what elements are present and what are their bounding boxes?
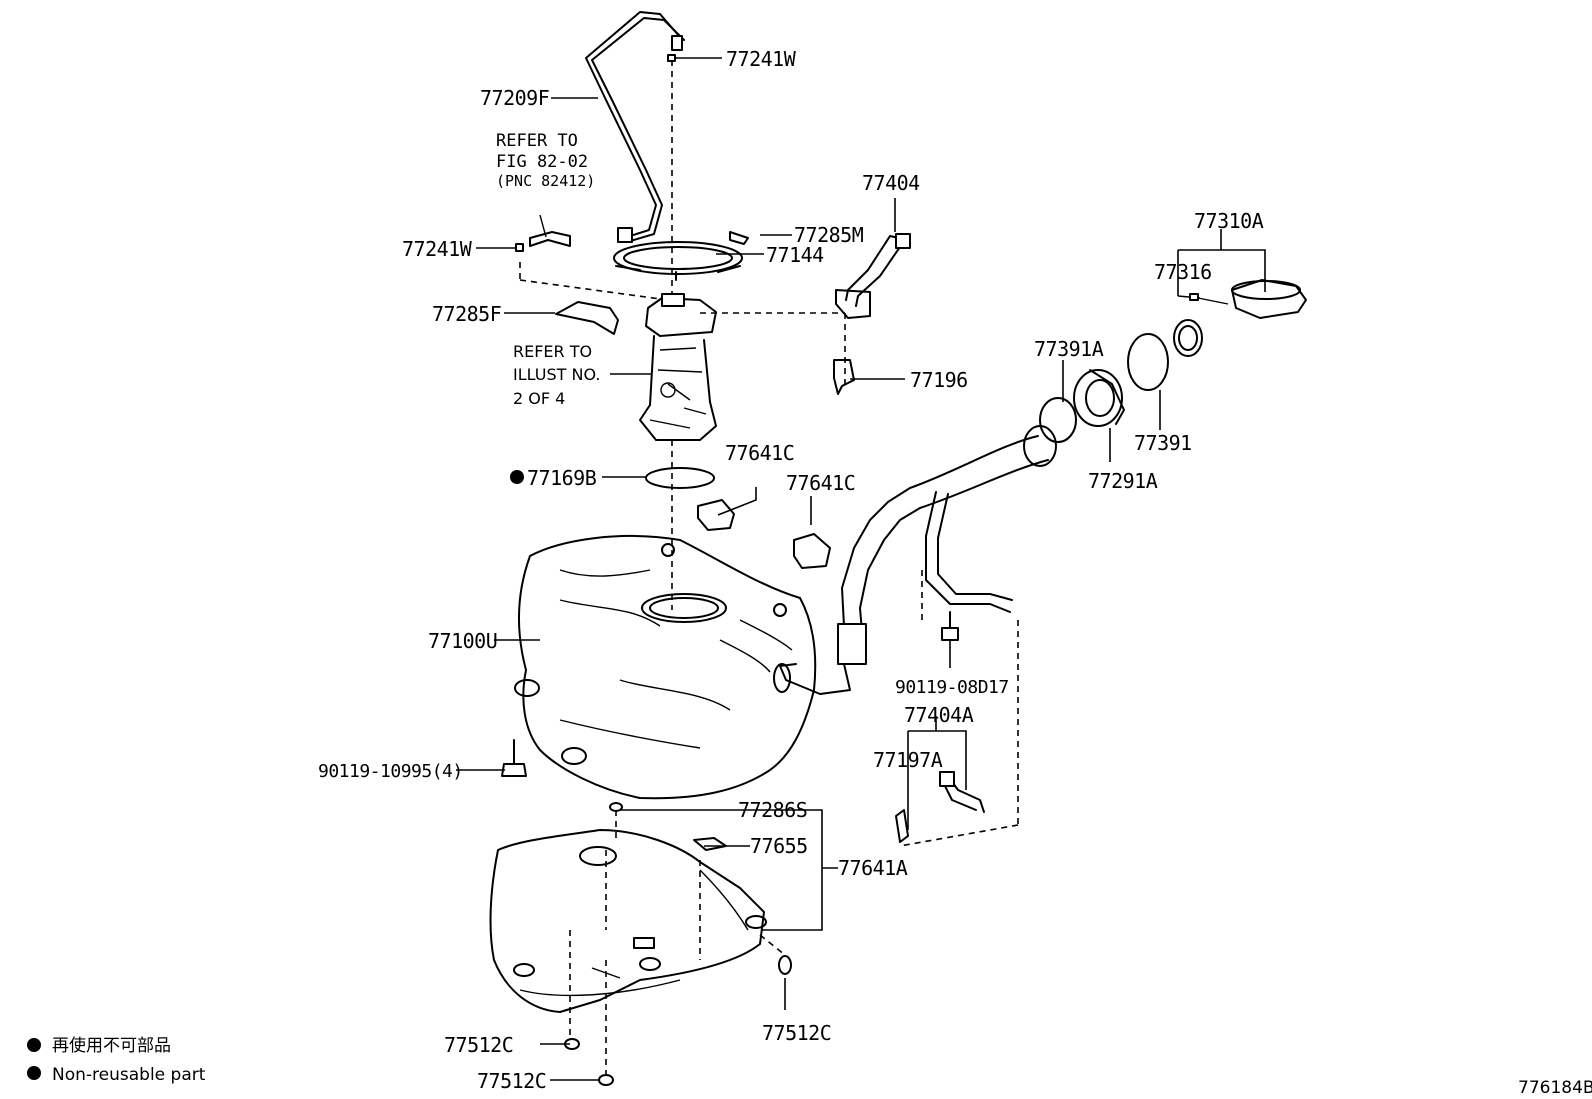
bolt-90119-10995 — [501, 739, 527, 777]
refer-fig-line1: REFER TO — [496, 131, 578, 151]
gasket-77391a — [1039, 397, 1077, 443]
filler-pipe — [773, 425, 1057, 695]
non-reusable-mark — [510, 470, 524, 484]
label-77404a[interactable]: 77404A — [904, 703, 974, 727]
legend-line-jp: 再使用不可部品 — [52, 1035, 171, 1056]
retainer-ring-77144 — [613, 241, 743, 281]
label-77310a[interactable]: 77310A — [1194, 209, 1264, 233]
clamp-77196 — [833, 359, 855, 395]
part-labels: 77241W 77209F 77241W 77285M 77144 77404 … — [318, 47, 1264, 1093]
bracket-77285f — [555, 301, 619, 335]
fuel-line-77209f — [585, 11, 685, 243]
label-77196[interactable]: 77196 — [910, 368, 968, 392]
hose-77404a — [895, 771, 985, 843]
label-77641a[interactable]: 77641A — [838, 856, 908, 880]
label-77512c-3[interactable]: 77512C — [477, 1069, 547, 1093]
label-77100u[interactable]: 77100U — [428, 629, 498, 653]
fuel-cap-77316 — [1189, 279, 1307, 319]
label-77241w-top[interactable]: 77241W — [726, 47, 797, 71]
refer-note-illust: REFER TO ILLUST NO. 2 OF 4 — [513, 342, 600, 408]
label-77391a[interactable]: 77391A — [1034, 337, 1104, 361]
grommet-77286s — [609, 802, 623, 812]
label-77169b[interactable]: 77169B — [527, 466, 597, 490]
label-77641c-2[interactable]: 77641C — [786, 471, 856, 495]
gasket-77391 — [1127, 333, 1169, 391]
refer-illust-line2: ILLUST NO. — [513, 365, 600, 384]
legend-bullet-2 — [27, 1066, 41, 1080]
ring-77310a — [1173, 319, 1203, 357]
o-ring-77169b — [645, 467, 715, 489]
label-77286s[interactable]: 77286S — [738, 798, 808, 822]
label-77144[interactable]: 77144 — [766, 243, 825, 267]
plug-77512c-1 — [564, 1038, 580, 1050]
legend-line-en: Non-reusable part — [52, 1065, 206, 1085]
label-77291a[interactable]: 77291A — [1088, 469, 1158, 493]
pad-77655 — [693, 837, 727, 851]
figure-code: 776184B — [1518, 1078, 1592, 1098]
hose-77404 — [835, 233, 911, 319]
fuel-pump-module — [639, 293, 717, 441]
label-77641c-1[interactable]: 77641C — [725, 441, 795, 465]
label-77655[interactable]: 77655 — [750, 834, 808, 858]
clip-77285m — [729, 231, 749, 245]
label-90119-08d17[interactable]: 90119-08D17 — [895, 677, 1009, 698]
label-77391[interactable]: 77391 — [1134, 431, 1192, 455]
pad-77641c-2 — [793, 533, 831, 569]
legend-bullet-1 — [27, 1038, 41, 1052]
refer-fig-line2: FIG 82-02 — [496, 152, 588, 172]
plug-77512c-2 — [778, 955, 792, 975]
refer-note-fig: REFER TO FIG 82-02 (PNC 82412) — [496, 131, 595, 190]
label-77512c-2[interactable]: 77512C — [762, 1021, 832, 1045]
fuel-tank-77100u — [514, 535, 817, 800]
label-77285f[interactable]: 77285F — [432, 302, 502, 326]
label-90119-10995[interactable]: 90119-10995(4) — [318, 761, 463, 782]
clip-77241w-top — [667, 54, 676, 62]
tank-protector-77641a — [489, 829, 767, 1013]
label-77512c-1[interactable]: 77512C — [444, 1033, 514, 1057]
plug-77512c-3 — [598, 1074, 614, 1086]
bolt-90119-08d17 — [941, 611, 959, 641]
label-77285m[interactable]: 77285M — [794, 223, 864, 247]
refer-illust-line3: 2 OF 4 — [513, 389, 565, 408]
leader-lines — [456, 57, 1266, 1081]
label-77197a[interactable]: 77197A — [873, 748, 943, 772]
connector-clip — [529, 214, 571, 247]
refer-illust-line1: REFER TO — [513, 342, 592, 361]
clip-77241w-left — [515, 243, 524, 252]
label-77404[interactable]: 77404 — [862, 171, 921, 195]
label-77209f[interactable]: 77209F — [480, 86, 550, 110]
label-77316[interactable]: 77316 — [1154, 260, 1212, 284]
refer-fig-line3: (PNC 82412) — [496, 172, 595, 190]
pad-77641c-1 — [697, 499, 735, 531]
inlet-77291a — [1073, 369, 1125, 427]
label-77241w-left[interactable]: 77241W — [402, 237, 473, 261]
legend: 再使用不可部品 Non-reusable part — [27, 1035, 206, 1085]
